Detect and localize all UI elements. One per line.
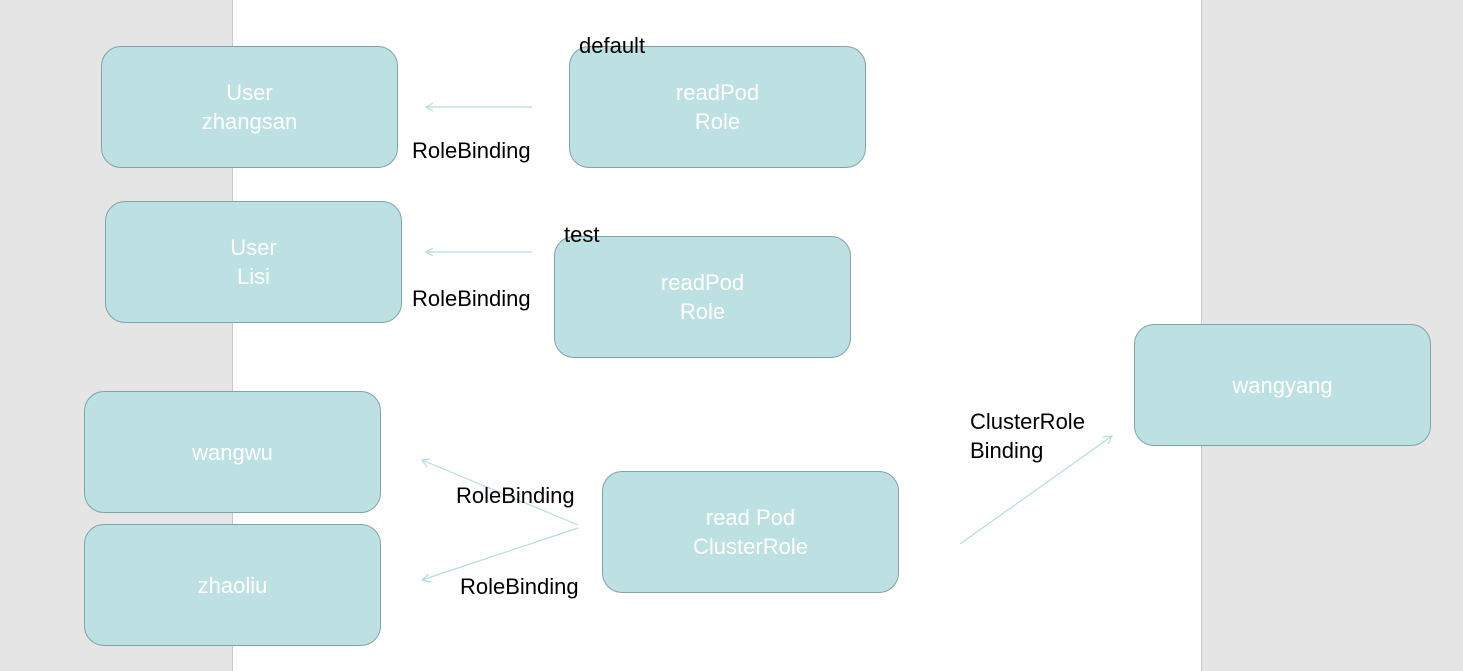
node-line2: ClusterRole	[693, 534, 808, 559]
clusterrolebinding-label-line2: Binding	[970, 438, 1044, 463]
rolebinding-lisi-label: RoleBinding	[412, 286, 531, 311]
node-line1: wangwu	[192, 439, 273, 465]
namespace-test-label: test	[564, 222, 600, 247]
clusterrolebinding-label-line1: ClusterRole	[970, 409, 1085, 434]
clusterrolebinding-label: ClusterRole Binding	[970, 407, 1085, 465]
user-lisi-node: User Lisi	[105, 201, 402, 323]
node-line1: wangyang	[1232, 372, 1333, 398]
namespace-default-label: default	[579, 33, 646, 58]
node-line2: Role	[679, 299, 726, 324]
user-wangyang-node: wangyang	[1134, 324, 1431, 446]
user-wangwu-node: wangwu	[84, 391, 381, 513]
node-line1: zhaoliu	[197, 572, 268, 598]
node-line1: readPod	[660, 270, 745, 295]
node-line2: Role	[694, 109, 741, 134]
rolebinding-zhangsan-label: RoleBinding	[412, 138, 531, 163]
node-line2: zhangsan	[201, 109, 298, 134]
arrow-rolebinding-lisi	[424, 247, 532, 257]
user-zhaoliu-node: zhaoliu	[84, 524, 381, 646]
role-readpod-default-node: readPod Role	[569, 46, 866, 168]
clusterrole-readpod-node: read Pod ClusterRole	[602, 471, 899, 593]
node-line1: User	[226, 80, 273, 105]
arrow-rolebinding-zhangsan	[424, 102, 532, 112]
node-line2: Lisi	[236, 264, 270, 289]
node-line1: readPod	[675, 80, 760, 105]
role-readpod-test-node: readPod Role	[554, 236, 851, 358]
rolebinding-zhaoliu-label: RoleBinding	[460, 574, 579, 599]
node-line1: User	[230, 235, 277, 260]
arrow-rolebinding-wangwu	[420, 458, 579, 526]
user-zhangsan-node: User zhangsan	[101, 46, 398, 168]
rolebinding-wangwu-label: RoleBinding	[456, 483, 575, 508]
arrow-rolebinding-zhaoliu	[420, 527, 579, 583]
node-line1: read Pod	[705, 505, 796, 530]
arrow-clusterrolebinding-wangyang	[959, 435, 1114, 545]
